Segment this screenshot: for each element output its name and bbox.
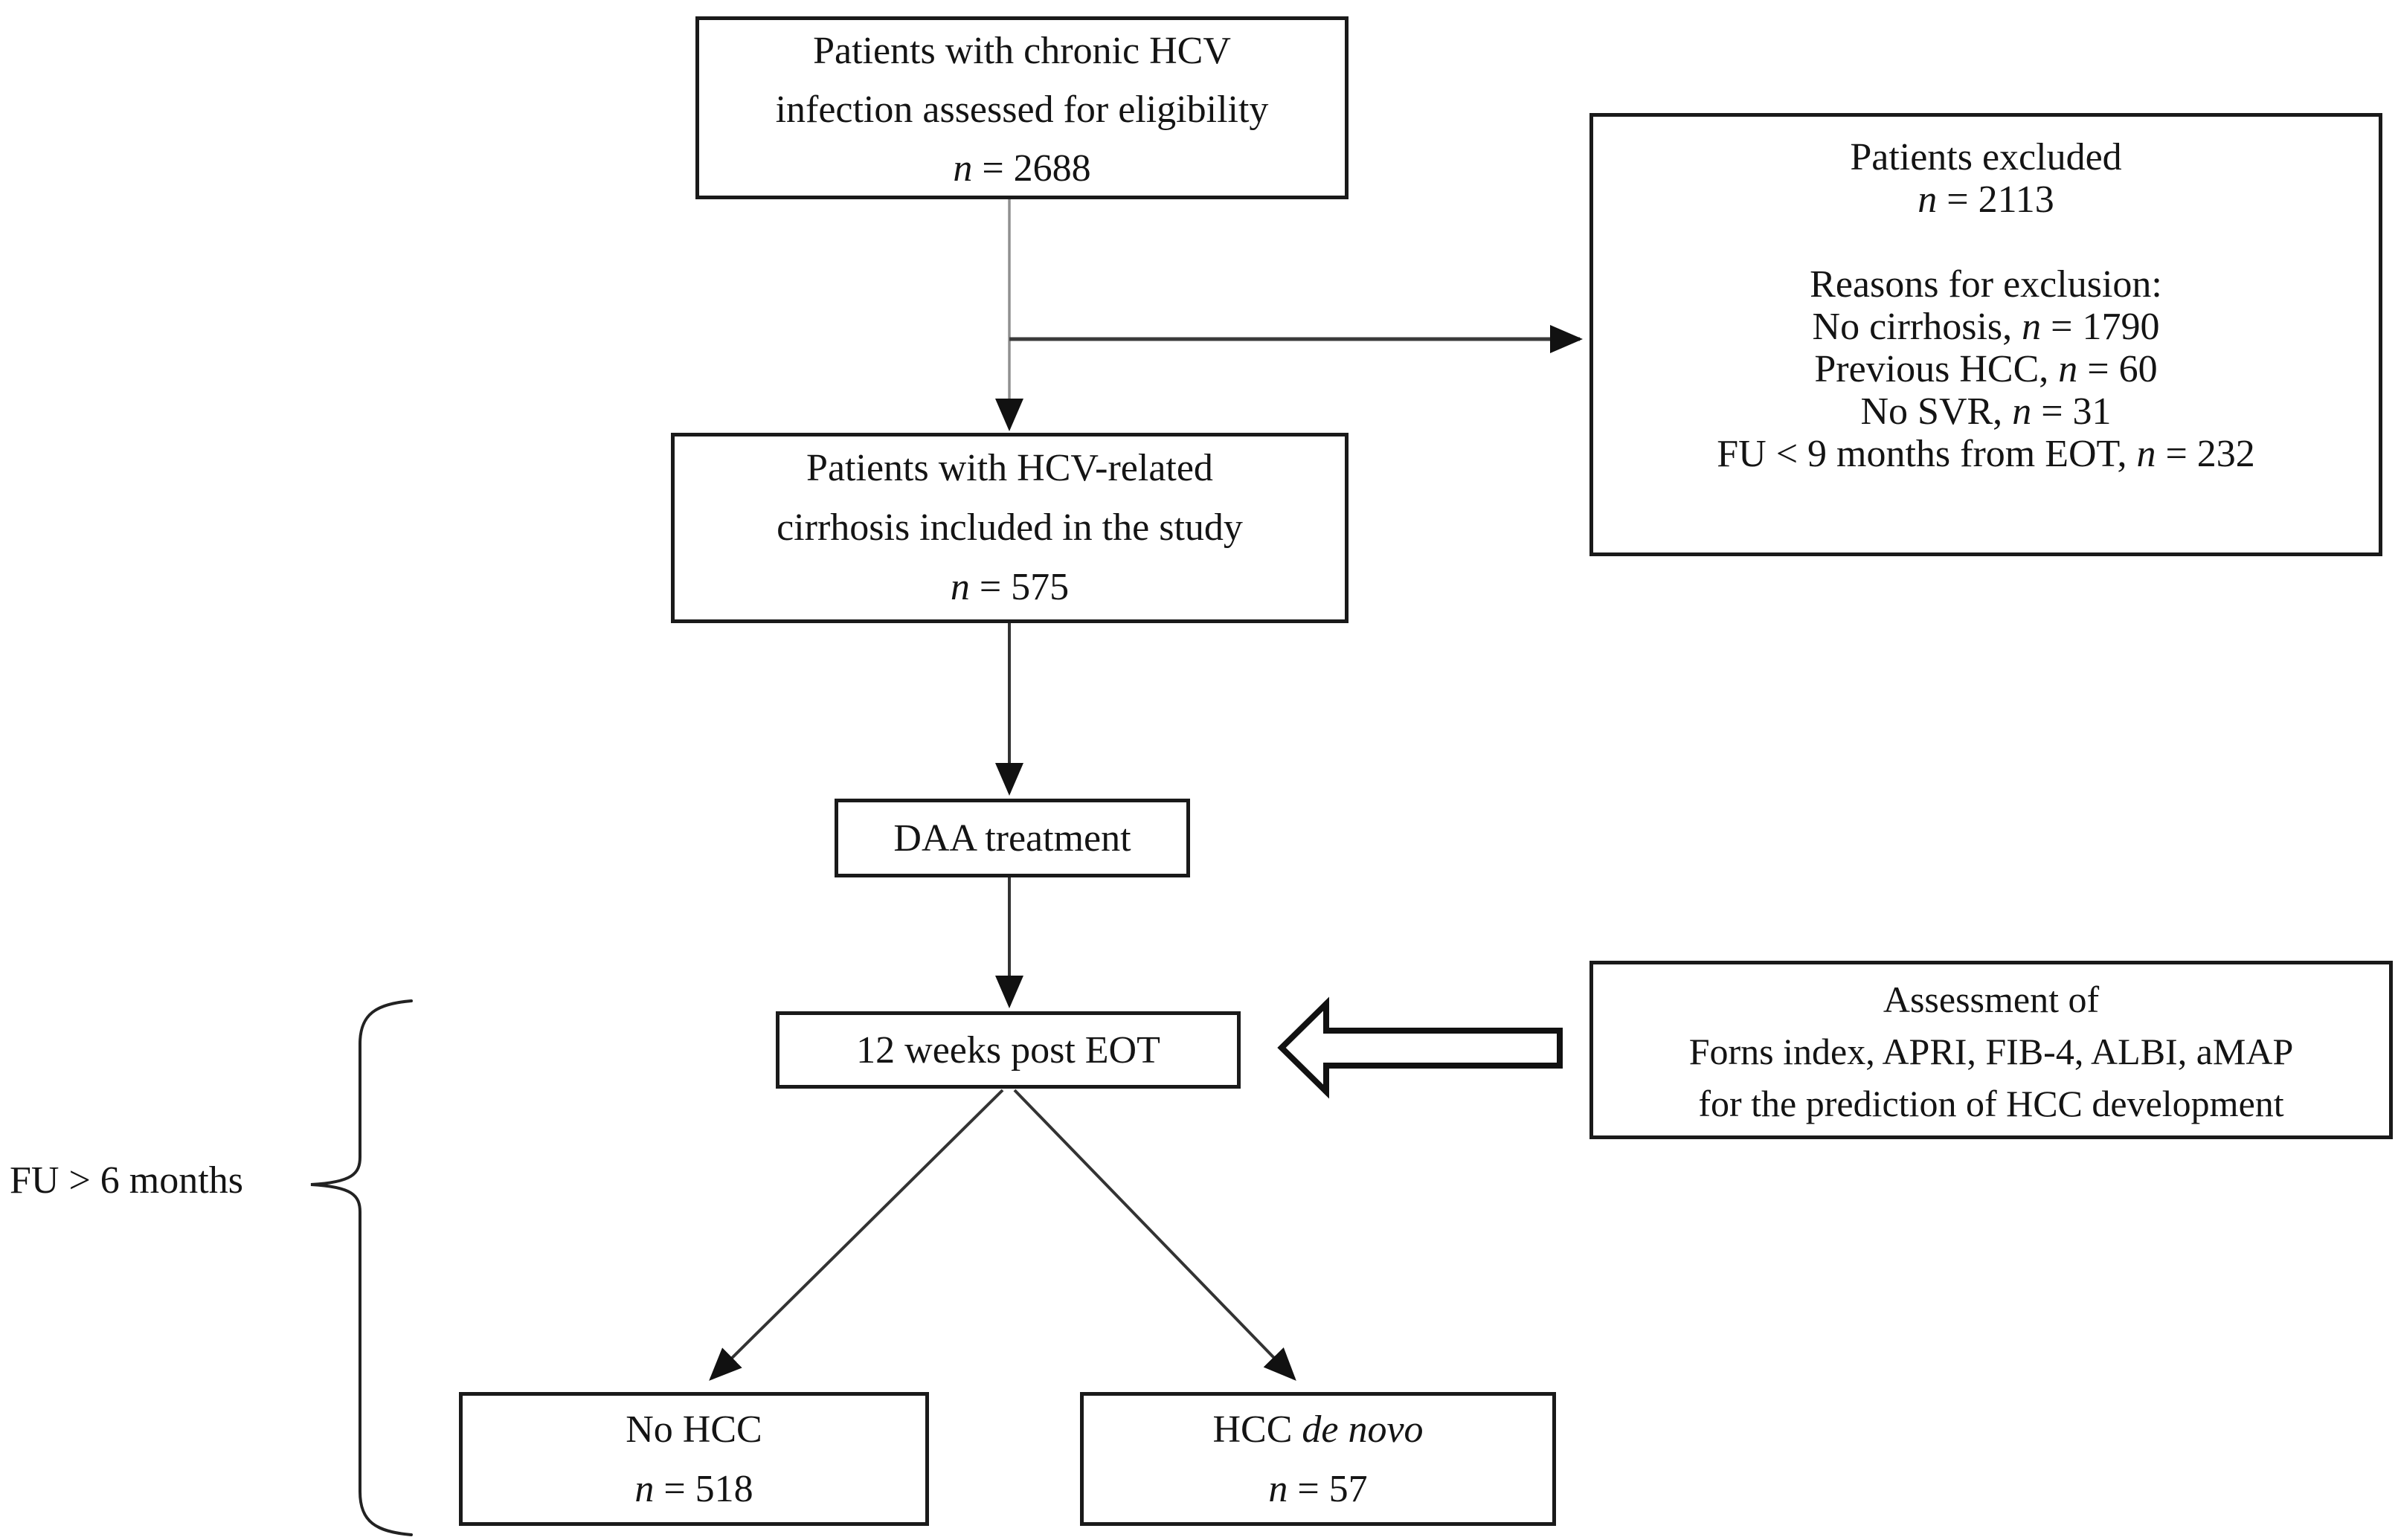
box-line: infection assessed for eligibility (775, 88, 1269, 131)
box-line: Assessment of (1883, 979, 2100, 1020)
reason-item: No cirrhosis, n = 1790 (1812, 306, 2160, 348)
n-symbol: n (2022, 306, 2042, 348)
box-line: n = 57 (1084, 1460, 1552, 1519)
n-value: = 575 (969, 566, 1070, 608)
n-value: = 518 (654, 1468, 753, 1510)
block-arrow-left-icon (1277, 996, 1563, 1099)
n-symbol: n (950, 566, 970, 608)
box-line: No HCC (626, 1408, 762, 1451)
no-hcc-box: No HCC n = 518 (459, 1392, 929, 1526)
box-line: Patients excluded (1850, 136, 2122, 178)
n-symbol: n (1918, 178, 1938, 221)
box-line: HCC de novo (1212, 1408, 1424, 1451)
assessment-box: Assessment of Forns index, APRI, FIB-4, … (1589, 961, 2393, 1139)
reason-item: FU < 9 months from EOT, n = 232 (1717, 433, 2255, 475)
n-symbol: n (2012, 390, 2032, 433)
fu-follow-up-label: FU > 6 months (10, 1159, 243, 1202)
hcc-de-novo-box: HCC de novo n = 57 (1080, 1392, 1556, 1526)
box-line: n = 518 (463, 1460, 925, 1519)
de-novo-italic: de novo (1302, 1408, 1424, 1451)
n-value: = 57 (1288, 1468, 1368, 1510)
box-line: Patients with chronic HCV (813, 30, 1231, 72)
eligibility-box: Patients with chronic HCV infection asse… (695, 16, 1349, 199)
reasons-heading: Reasons for exclusion: (1810, 263, 2162, 306)
curly-brace-icon (310, 999, 413, 1536)
box-line: cirrhosis included in the study (777, 506, 1243, 549)
connector-twelve-weeks-to-no-hcc (709, 1089, 1004, 1381)
n-value: = 2113 (1937, 178, 2054, 221)
box-line: DAA treatment (893, 816, 1131, 860)
n-symbol: n (2136, 433, 2156, 475)
connector-twelve-weeks-to-hcc-de-novo (1013, 1089, 1296, 1381)
twelve-weeks-post-eot-box: 12 weeks post EOT (776, 1011, 1241, 1089)
box-line: 12 weeks post EOT (856, 1028, 1160, 1072)
daa-treatment-box: DAA treatment (835, 799, 1190, 877)
box-line: n = 2688 (699, 139, 1345, 198)
box-line: n = 2113 (1593, 178, 2379, 221)
box-line: for the prediction of HCC development (1698, 1083, 2284, 1124)
blank-line (1593, 221, 2379, 263)
included-box: Patients with HCV-related cirrhosis incl… (671, 433, 1349, 623)
n-symbol: n (953, 147, 973, 190)
box-line: n = 575 (675, 558, 1345, 617)
reason-item: Previous HCC, n = 60 (1814, 348, 2158, 390)
box-line: Patients with HCV-related (806, 447, 1213, 489)
n-symbol: n (1268, 1468, 1288, 1510)
n-symbol: n (2058, 348, 2078, 390)
box-line: Forns index, APRI, FIB-4, ALBI, aMAP (1688, 1031, 2294, 1072)
n-value: = 2688 (972, 147, 1091, 190)
n-symbol: n (634, 1468, 655, 1510)
reason-item: No SVR, n = 31 (1860, 390, 2112, 433)
excluded-box: Patients excluded n = 2113 Reasons for e… (1589, 113, 2382, 556)
